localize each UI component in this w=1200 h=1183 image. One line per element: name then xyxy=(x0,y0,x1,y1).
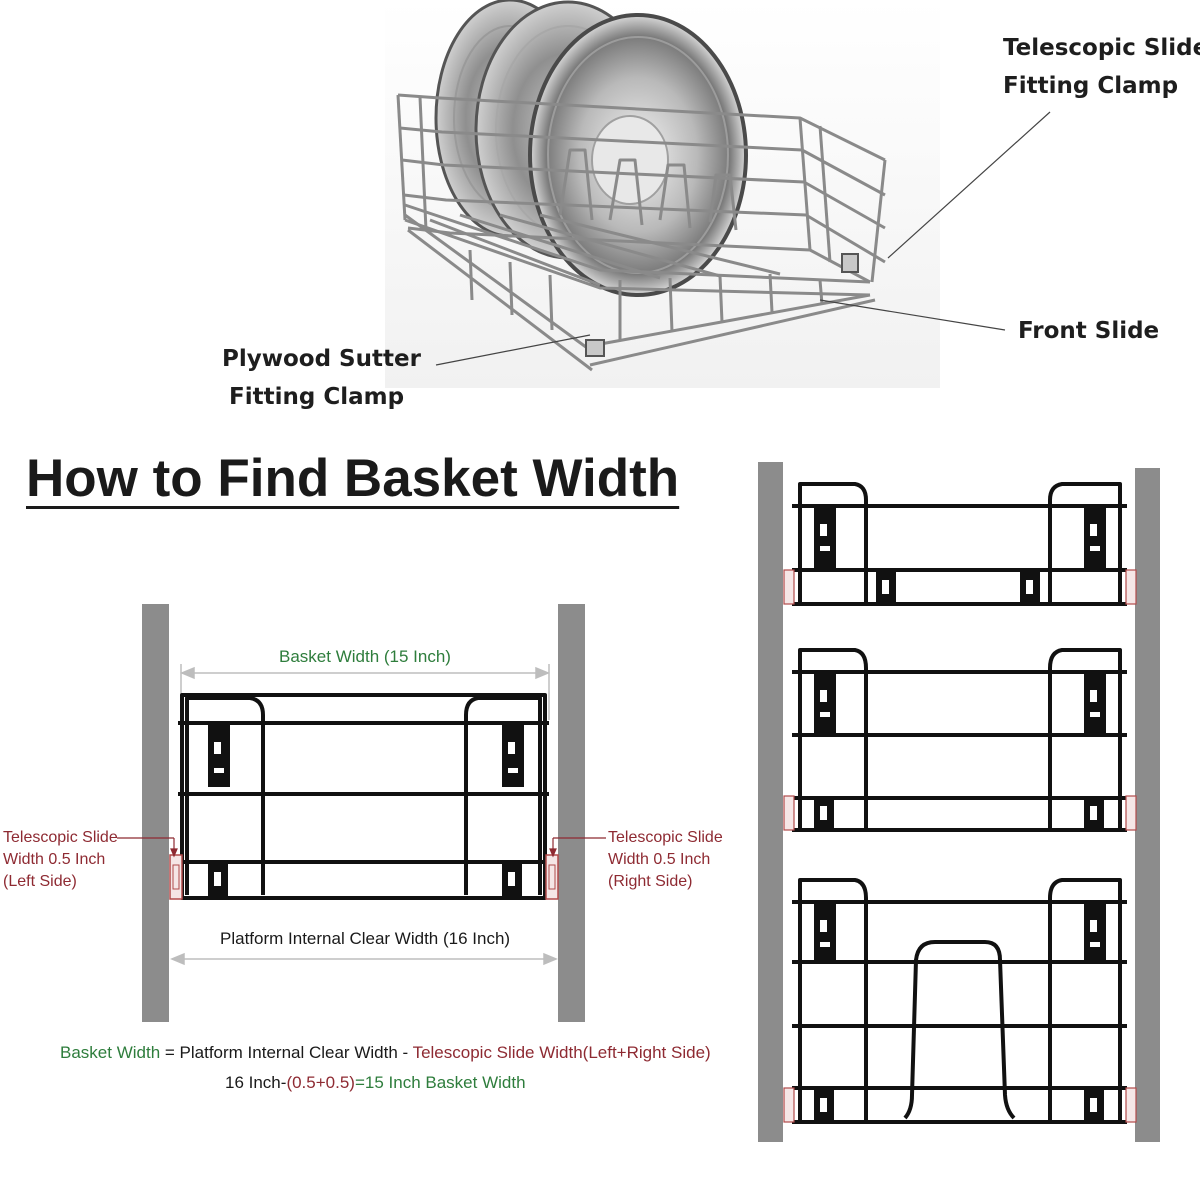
stacked-baskets-diagram xyxy=(758,462,1160,1142)
formula-line-2: 16 Inch-(0.5+0.5)=15 Inch Basket Width xyxy=(225,1073,526,1093)
basket-width-label: Basket Width (15 Inch) xyxy=(279,647,451,666)
platform-width-arrow xyxy=(170,952,558,966)
formula-slide-width: Telescopic Slide Width(Left+Right Side) xyxy=(412,1043,711,1062)
right-slide-label-line1: Telescopic Slide xyxy=(608,829,723,846)
plywood-clamp-part xyxy=(585,339,605,357)
leader-plywood-clamp xyxy=(435,334,591,366)
callout-plywood-clamp-line1: Plywood Sutter xyxy=(222,346,421,372)
leader-telescopic-clamp xyxy=(887,111,1051,259)
stack-right-panel xyxy=(1135,468,1160,1142)
callout-telescopic-clamp-line1: Telescopic Slide xyxy=(1003,35,1200,61)
dimension-diagram xyxy=(117,604,606,1022)
callout-telescopic-clamp: Telescopic Slide Fitting Clamp xyxy=(1003,29,1200,105)
platform-width-label: Platform Internal Clear Width (16 Inch) xyxy=(220,929,511,948)
left-slide-label-line3: (Left Side) xyxy=(3,873,77,890)
left-slide xyxy=(169,854,183,900)
formula-line-1: Basket Width = Platform Internal Clear W… xyxy=(60,1043,711,1063)
telescopic-clamp-part xyxy=(841,253,859,273)
callout-plywood-clamp: Plywood Sutter Fitting Clamp xyxy=(222,340,421,416)
right-slide-label-line3: (Right Side) xyxy=(608,873,693,890)
basket-width-arrow xyxy=(180,664,550,720)
formula-platform-width: = Platform Internal Clear Width - xyxy=(160,1043,413,1062)
left-panel xyxy=(142,604,169,1022)
left-slide-label-line2: Width 0.5 Inch xyxy=(3,851,106,868)
stack-basket-top xyxy=(783,482,1137,606)
stack-basket-middle xyxy=(783,648,1137,832)
page-heading: How to Find Basket Width xyxy=(26,449,680,508)
right-slide-label-line2: Width 0.5 Inch xyxy=(608,851,711,868)
leader-front-slide xyxy=(819,299,1006,331)
formula-result: =15 Inch Basket Width xyxy=(354,1073,526,1092)
right-panel xyxy=(558,604,585,1022)
right-slide-label: Telescopic Slide Width 0.5 Inch (Right S… xyxy=(608,827,723,893)
basket-front-frame xyxy=(178,693,549,900)
callout-front-slide: Front Slide xyxy=(1018,318,1160,344)
slide-leaders xyxy=(117,837,606,858)
callout-plywood-clamp-line2: Fitting Clamp xyxy=(229,384,405,410)
stack-basket-bottom xyxy=(783,878,1137,1124)
stack-left-panel xyxy=(758,462,783,1142)
wire-basket xyxy=(396,93,887,372)
left-slide-label-line1: Telescopic Slide xyxy=(3,829,118,846)
formula-16-inch: 16 Inch- xyxy=(225,1073,287,1092)
left-slide-label: Telescopic Slide Width 0.5 Inch (Left Si… xyxy=(3,827,118,893)
callout-telescopic-clamp-line2: Fitting Clamp xyxy=(1003,73,1179,99)
formula-basket-width: Basket Width xyxy=(60,1043,161,1062)
right-slide xyxy=(545,854,559,900)
formula-slide-sum: (0.5+0.5) xyxy=(286,1073,355,1092)
